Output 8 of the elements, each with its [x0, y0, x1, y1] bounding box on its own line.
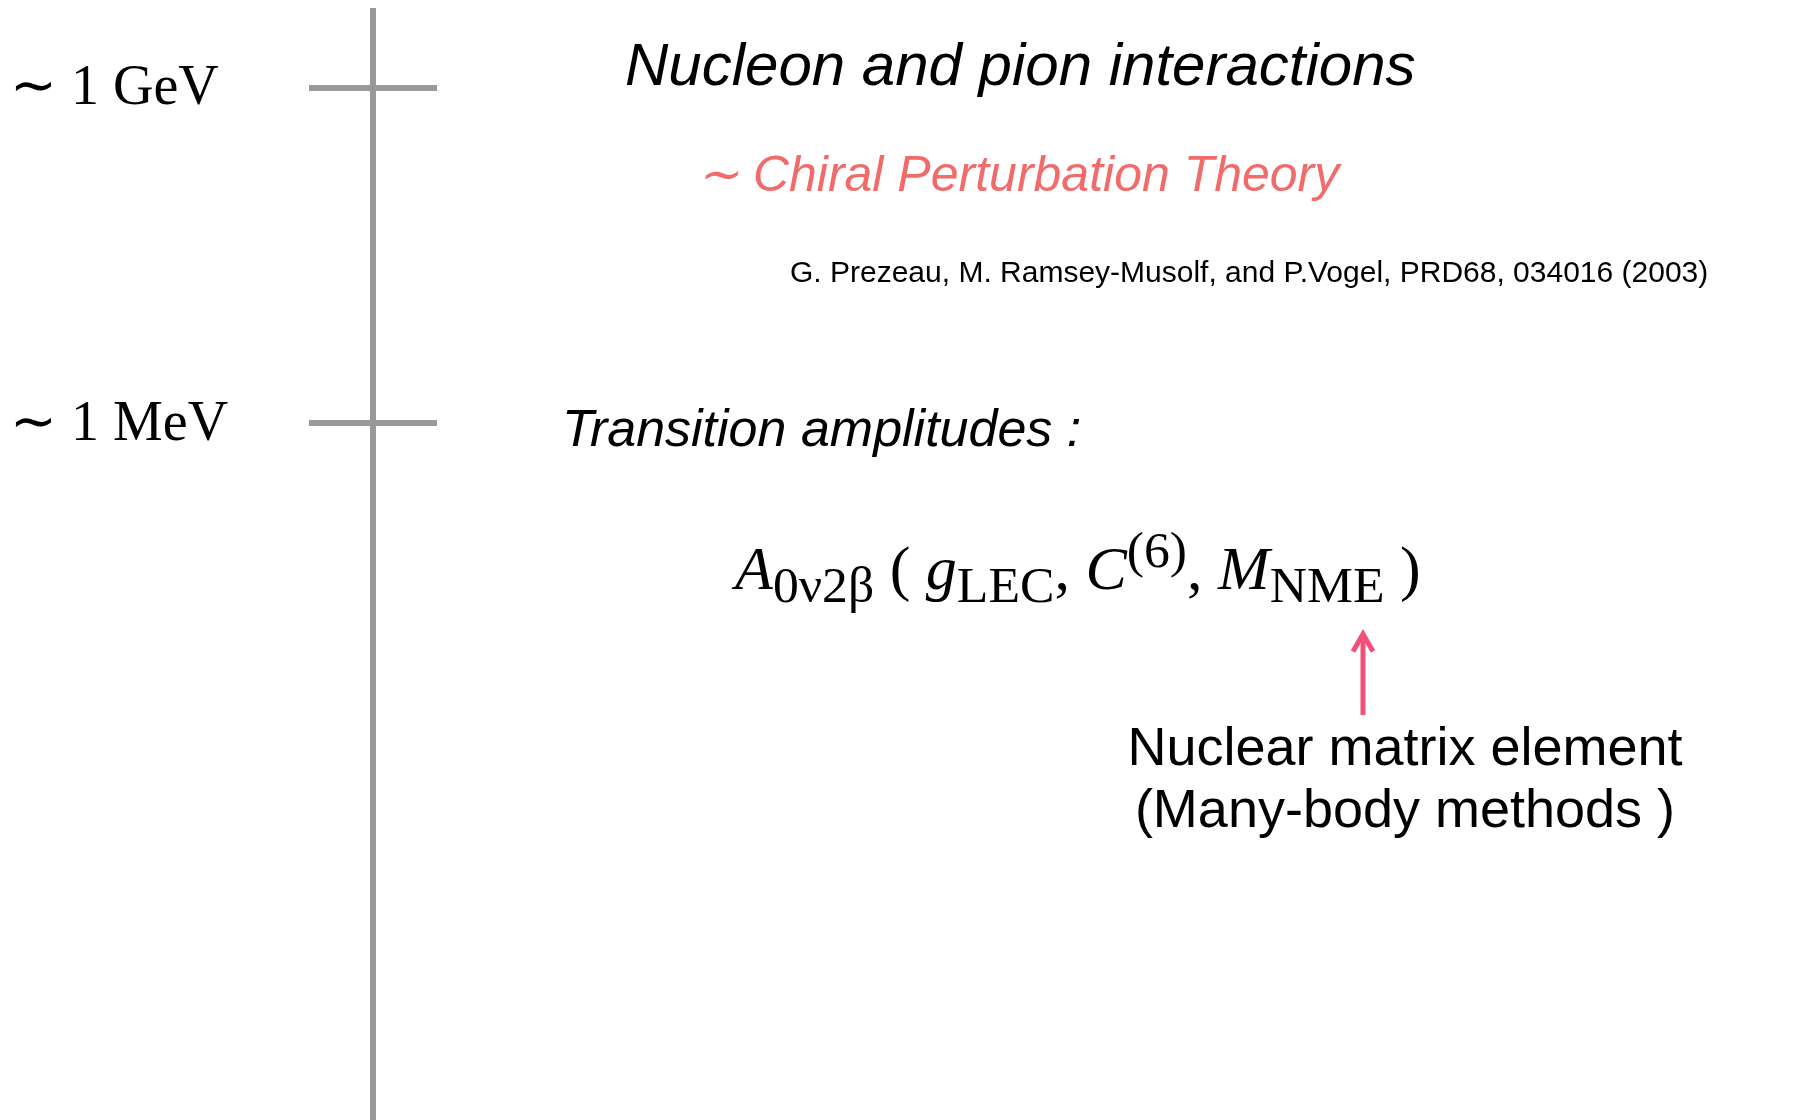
heading: Transition amplitudes : [562, 398, 1082, 458]
scale-label: ∼ 1 GeV [10, 53, 219, 117]
heading: Nucleon and pion interactions [625, 30, 1416, 99]
citation: G. Prezeau, M. Ramsey-Musolf, and P.Vogel, PRD68, 034016 (2003) [790, 255, 1709, 289]
arrow [1350, 631, 1376, 715]
scale-label: ∼ 1 MeV [10, 389, 229, 453]
subheading: ∼ Chiral Perturbation Theory [697, 145, 1340, 203]
annotation: Nuclear matrix element (Many-body methods ) [1085, 715, 1725, 839]
